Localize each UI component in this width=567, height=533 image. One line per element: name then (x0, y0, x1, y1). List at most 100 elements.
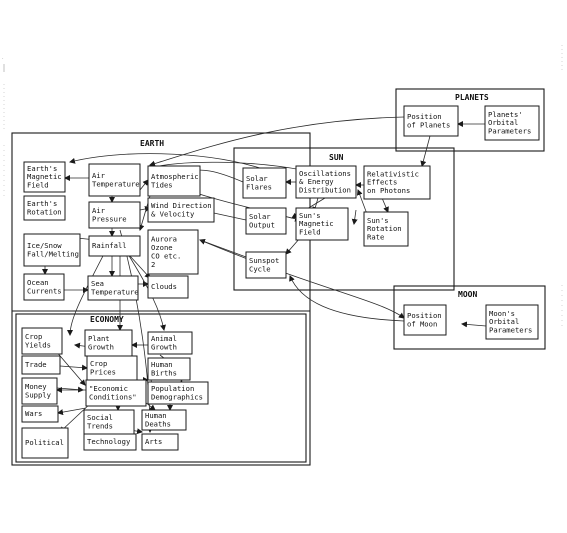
node-wars: Wars (21, 405, 59, 423)
node-label-line: Human (151, 360, 173, 369)
node-label-line: Air (92, 171, 106, 180)
node-label-line: Tides (151, 180, 173, 189)
node-box (87, 275, 139, 301)
earth-title: EARTH (140, 139, 164, 148)
node-box (23, 161, 66, 193)
node-wind-direction: Wind Direction& Velocity (147, 197, 215, 223)
sun-group-frame (233, 147, 455, 291)
node-label-line: of Moon (407, 319, 437, 328)
node-box (23, 195, 66, 221)
node-box (363, 211, 409, 247)
node-label-line: Animal (151, 334, 177, 343)
node-label-line: Deaths (145, 419, 171, 428)
node-box (85, 379, 147, 407)
node-rainfall: Rainfall (88, 235, 141, 257)
node-label-line: Wars (25, 409, 42, 418)
node-label-line: Sunspot (249, 256, 279, 265)
node-box (141, 409, 187, 431)
node-box (88, 201, 141, 229)
node-label-line: Growth (88, 342, 114, 351)
node-label-line: Pressure (92, 214, 127, 223)
node-label-line: Sun's (299, 211, 321, 220)
node-label-line: Technology (87, 437, 131, 446)
node-label-line: Trade (25, 360, 47, 369)
node-clouds: Clouds (147, 275, 189, 299)
node-label-line: Social (87, 413, 113, 422)
node-box (485, 304, 539, 340)
node-label-line: on Photons (367, 186, 410, 195)
node-label-line: Moon's (489, 309, 515, 318)
node-label-line: Ozone (151, 243, 173, 252)
node-label-line: Crop (25, 332, 42, 341)
node-label-line: Distribution (299, 186, 351, 195)
node-label-line: CO etc. (151, 251, 181, 260)
node-label-line: & Velocity (151, 209, 195, 218)
node-box (21, 355, 61, 375)
node-label-line: Fall/Melting (27, 249, 79, 258)
node-box (363, 165, 431, 200)
node-label-line: Oscillations (299, 169, 351, 178)
node-label-line: Field (27, 181, 49, 190)
node-box (84, 329, 133, 357)
node-label-line: Magnetic (27, 172, 62, 181)
node-label-line: Atmospheric (151, 172, 199, 181)
node-box (23, 233, 81, 267)
group-frames (11, 88, 546, 466)
node-label-line: 2 (151, 260, 155, 269)
node-political: Political (21, 427, 69, 459)
node-label-line: Cycle (249, 264, 271, 273)
node-label-line: Sea (91, 279, 104, 288)
node-label-line: Air (92, 206, 106, 215)
node-label-line: Effects (367, 178, 397, 187)
node-label-line: Conditions" (89, 392, 137, 401)
node-label-line: Magnetic (299, 219, 334, 228)
economy-title: ECONOMY (90, 315, 124, 324)
node-box (88, 163, 141, 197)
node-label-line: Flares (246, 182, 272, 191)
planets-title: PLANETS (455, 93, 489, 102)
node-label-line: Parameters (489, 326, 532, 335)
node-box (88, 235, 141, 257)
node-label-line: Supply (25, 390, 52, 399)
node-label-line: Parameters (488, 127, 531, 136)
node-label-line: Aurora (151, 235, 177, 244)
node-box (147, 381, 209, 405)
node-box (295, 207, 349, 241)
node-label-line: Sun's (367, 216, 389, 225)
node-label-line: Yields (25, 340, 51, 349)
node-label-line: of Planets (407, 120, 450, 129)
node-box (147, 197, 215, 223)
scan-margin-marks (3, 45, 563, 330)
node-label-line: Births (151, 368, 177, 377)
node-box (403, 105, 459, 137)
node-label-line: Growth (151, 342, 177, 351)
node-label-line: Orbital (488, 118, 518, 127)
node-label-line: Ice/Snow (27, 241, 62, 250)
node-box (484, 105, 540, 141)
node-label-line: Temperature (92, 179, 140, 188)
scan-speck: · (2, 56, 4, 62)
node-label-line: Clouds (151, 282, 177, 291)
node-label-line: Trends (87, 421, 113, 430)
node-arts: Arts (141, 433, 179, 451)
node-label-line: Rate (367, 233, 384, 242)
